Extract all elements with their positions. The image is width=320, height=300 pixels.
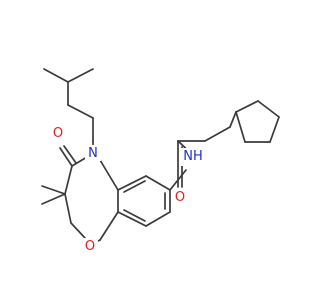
ring-oxygen-label: O: [85, 239, 95, 254]
bond: [145, 175, 171, 191]
bond: [71, 156, 88, 167]
bond: [41, 193, 66, 205]
bond: [235, 100, 259, 113]
atom-label-layer: N O O NH O: [50, 124, 205, 254]
bond-layer: [41, 68, 280, 245]
bond: [269, 116, 280, 143]
bond: [123, 180, 146, 193]
amide-oxygen-label: O: [175, 190, 185, 205]
ketone-oxygen-label: O: [53, 126, 63, 141]
ring-nitrogen-label: N: [88, 146, 98, 161]
bond: [63, 145, 77, 164]
bond: [67, 68, 94, 83]
bond: [43, 68, 69, 83]
label-background: [82, 238, 98, 254]
label-background: [50, 124, 66, 140]
bond: [99, 211, 119, 241]
molecule-diagram: N O O NH O: [41, 68, 280, 254]
bond: [64, 165, 73, 195]
bond: [204, 126, 231, 142]
bond: [70, 222, 86, 239]
bond: [235, 111, 246, 143]
bond: [145, 211, 171, 227]
bond: [41, 185, 66, 195]
bond: [257, 100, 280, 118]
bond: [59, 147, 73, 167]
bond: [117, 211, 147, 227]
bond: [117, 175, 147, 191]
bond: [123, 209, 146, 222]
label-background: [181, 148, 205, 166]
label-background: [172, 189, 188, 205]
bond: [64, 193, 72, 224]
bond: [67, 104, 94, 119]
bond: [99, 159, 119, 191]
label-background: [85, 145, 101, 161]
amide-nh-label: NH: [183, 149, 203, 164]
bond: [229, 111, 237, 128]
